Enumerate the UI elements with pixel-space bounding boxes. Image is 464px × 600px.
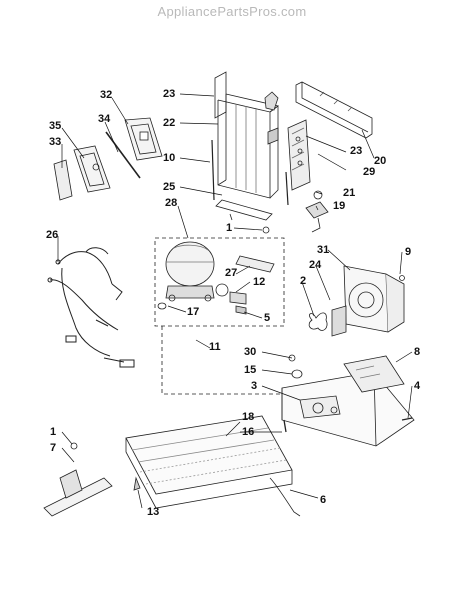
leader-lines bbox=[57, 93, 413, 509]
callout-20: 20 bbox=[374, 155, 387, 167]
callout-8: 8 bbox=[414, 346, 421, 358]
callout-22: 22 bbox=[163, 117, 176, 129]
fan-assembly bbox=[308, 265, 405, 337]
condenser-assembly bbox=[211, 71, 289, 221]
mount-bracket bbox=[43, 442, 113, 517]
callout-16: 16 bbox=[242, 426, 255, 438]
callout-6: 6 bbox=[320, 494, 327, 506]
compressor-box bbox=[154, 226, 300, 395]
callout-31: 31 bbox=[317, 244, 330, 256]
callout-1-lower: 1 bbox=[50, 426, 57, 438]
callout-13: 13 bbox=[147, 506, 160, 518]
callout-5: 5 bbox=[264, 312, 271, 324]
callout-33: 33 bbox=[49, 136, 62, 148]
callout-19: 19 bbox=[333, 200, 346, 212]
callout-1-upper: 1 bbox=[226, 222, 233, 234]
callout-26: 26 bbox=[46, 229, 59, 241]
wiring-harness bbox=[47, 247, 135, 368]
callout-23-right: 23 bbox=[350, 145, 363, 157]
callout-12: 12 bbox=[253, 276, 266, 288]
drain-pan bbox=[125, 415, 301, 517]
callout-30: 30 bbox=[244, 346, 257, 358]
callout-4: 4 bbox=[414, 380, 421, 392]
callout-24: 24 bbox=[309, 259, 322, 271]
callout-10: 10 bbox=[163, 152, 176, 164]
floor-tray bbox=[281, 354, 415, 447]
callout-28: 28 bbox=[165, 197, 178, 209]
callout-34: 34 bbox=[98, 113, 111, 125]
callout-23-top: 23 bbox=[163, 88, 176, 100]
watermark: AppliancePartsPros.com bbox=[157, 4, 307, 19]
callout-29: 29 bbox=[363, 166, 376, 178]
callout-17: 17 bbox=[187, 306, 200, 318]
callout-9: 9 bbox=[405, 246, 412, 258]
callout-18: 18 bbox=[242, 411, 255, 423]
callout-21: 21 bbox=[343, 187, 356, 199]
control-cover bbox=[53, 117, 163, 201]
callout-25: 25 bbox=[163, 181, 176, 193]
callout-35: 35 bbox=[49, 120, 62, 132]
callout-15: 15 bbox=[244, 364, 257, 376]
callout-3: 3 bbox=[251, 380, 258, 392]
callout-32: 32 bbox=[100, 89, 113, 101]
callout-7: 7 bbox=[50, 442, 57, 454]
callout-27: 27 bbox=[225, 267, 238, 279]
relay-parts bbox=[305, 190, 329, 233]
callout-2: 2 bbox=[300, 275, 307, 287]
bracket-assembly bbox=[287, 81, 373, 191]
callout-11: 11 bbox=[209, 341, 221, 353]
